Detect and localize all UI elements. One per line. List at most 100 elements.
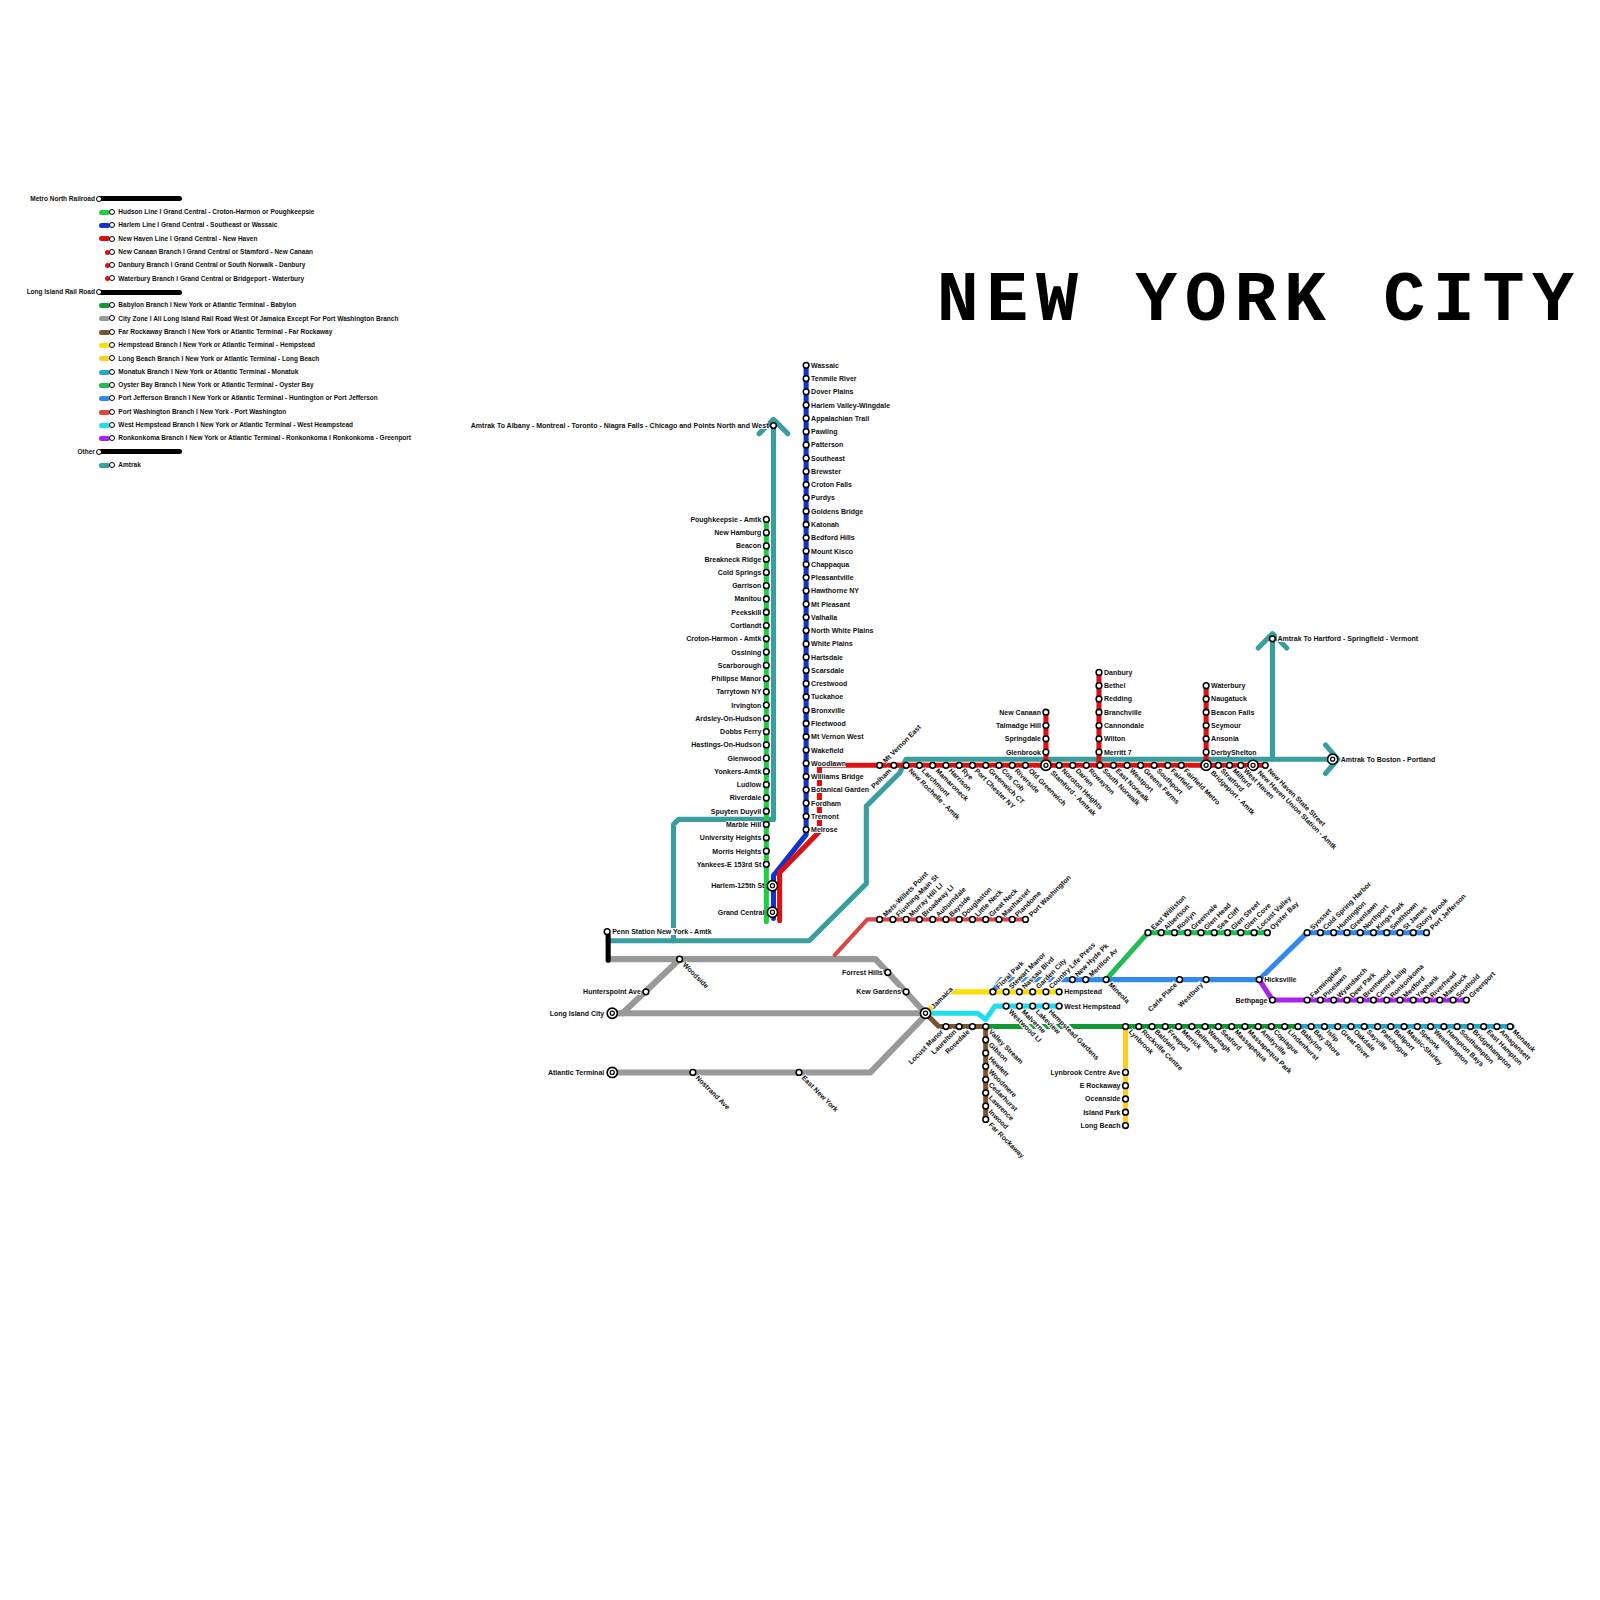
station-dot (1103, 977, 1109, 983)
station-label: Carle Place (1146, 981, 1178, 1013)
station-label: New Haven State Street (1267, 767, 1327, 827)
station-dot (763, 861, 769, 867)
station-label: Tarrytown NY (716, 688, 761, 695)
legend-dot (109, 435, 115, 441)
station-dot (1255, 1024, 1261, 1030)
legend-text: Ronkonkoma Branch I New York or Atlantic… (118, 435, 411, 442)
station-dot (1162, 1024, 1168, 1030)
legend-dot (96, 196, 102, 202)
station-dot (803, 760, 809, 766)
station-dot (943, 917, 949, 923)
station-label: Wilton (1104, 735, 1125, 742)
legend-dot (109, 302, 115, 308)
station-dot (1388, 1024, 1394, 1030)
station-label: Atlantic Terminal (548, 1069, 604, 1076)
station-label: Merritt 7 (1104, 749, 1132, 756)
legend-text: Metro North Railroad (30, 196, 95, 203)
station-dot (877, 917, 883, 923)
station-dot (1424, 930, 1430, 936)
legend-dot (109, 395, 115, 401)
station-dot (1216, 762, 1222, 768)
station-label: Woodside (681, 961, 710, 990)
station-dot (1123, 1109, 1129, 1115)
legend-text: Hempstead Branch I New York or Atlantic … (118, 342, 315, 349)
station-dot (763, 689, 769, 695)
station-label: Fordham (811, 800, 841, 807)
station-dot (1335, 1024, 1341, 1030)
station-dot (1331, 757, 1335, 761)
station-dot (1375, 1024, 1381, 1030)
station-dot (763, 570, 769, 576)
station-dot (1097, 762, 1103, 768)
station-dot (1384, 930, 1390, 936)
station-dot (1056, 1003, 1062, 1009)
station-dot (763, 543, 769, 549)
station-dot (1096, 683, 1102, 689)
legend-dot (96, 289, 102, 295)
waterbury-line (1204, 686, 1209, 766)
station-dot (763, 822, 769, 828)
station-dot (1211, 930, 1217, 936)
station-dot (677, 956, 683, 962)
legend-text: Harlem Line I Grand Central - Southeast … (118, 222, 277, 229)
station-dot (1227, 762, 1233, 768)
station-dot (1178, 762, 1184, 768)
station-label: E Rockaway (1080, 1082, 1121, 1089)
station-dot (1507, 1024, 1513, 1030)
station-dot (803, 548, 809, 554)
station-label: Patterson (811, 441, 843, 448)
station-dot (763, 596, 769, 602)
station-dot (1056, 762, 1062, 768)
station-dot (1145, 930, 1151, 936)
station-label: Glenbrook (1006, 749, 1041, 756)
station-label: Ardsley-On-Hudson (695, 715, 761, 722)
station-dot (1201, 760, 1211, 770)
station-label: Mt Vernon West (811, 733, 863, 740)
station-dot (763, 662, 769, 668)
station-dot (803, 508, 809, 514)
station-dot (803, 628, 809, 634)
legend-dot (109, 209, 115, 215)
legend-dot (109, 422, 115, 428)
station-label: Ludlow (737, 781, 762, 788)
station-dot (1123, 1070, 1129, 1076)
station-dot (803, 800, 809, 806)
station-dot (1357, 997, 1363, 1003)
station-dot (1203, 749, 1209, 755)
station-dot (877, 762, 883, 768)
station-label: Dover Plains (811, 388, 853, 395)
station-dot (970, 1024, 976, 1030)
station-dot (1111, 762, 1117, 768)
station-label: Manitou (734, 595, 761, 602)
station-label: Danbury (1104, 669, 1132, 676)
station-label: Amtrak To Boston - Portland (1341, 756, 1436, 763)
station-dot (803, 707, 809, 713)
station-dot (763, 808, 769, 814)
station-dot (643, 989, 649, 995)
station-dot (803, 654, 809, 660)
amtrak-line (1270, 636, 1275, 759)
station-label: Lynbrook Centre Ave (1050, 1069, 1120, 1076)
new-haven-line (780, 765, 1266, 920)
station-label: Jamaica (929, 985, 953, 1009)
station-dot (1123, 1024, 1129, 1030)
legend-dot (109, 329, 115, 335)
station-dot (1344, 997, 1350, 1003)
station-label: Botanical Garden (811, 786, 869, 793)
station-dot (970, 917, 976, 923)
station-dot (890, 917, 896, 923)
station-dot (1043, 723, 1049, 729)
station-dot (1123, 1083, 1129, 1089)
station-dot (885, 970, 891, 976)
harlem-line (773, 365, 806, 918)
station-label: Harlem Valley-Wingdale (811, 402, 890, 409)
station-dot (1203, 723, 1209, 729)
station-dot (767, 881, 777, 891)
station-dot (970, 762, 976, 768)
station-dot (1003, 989, 1009, 995)
station-label: Tuckahoe (811, 693, 843, 700)
station-dot (1450, 997, 1456, 1003)
station-dot (763, 676, 769, 682)
station-dot (1251, 930, 1257, 936)
station-dot (990, 989, 996, 995)
